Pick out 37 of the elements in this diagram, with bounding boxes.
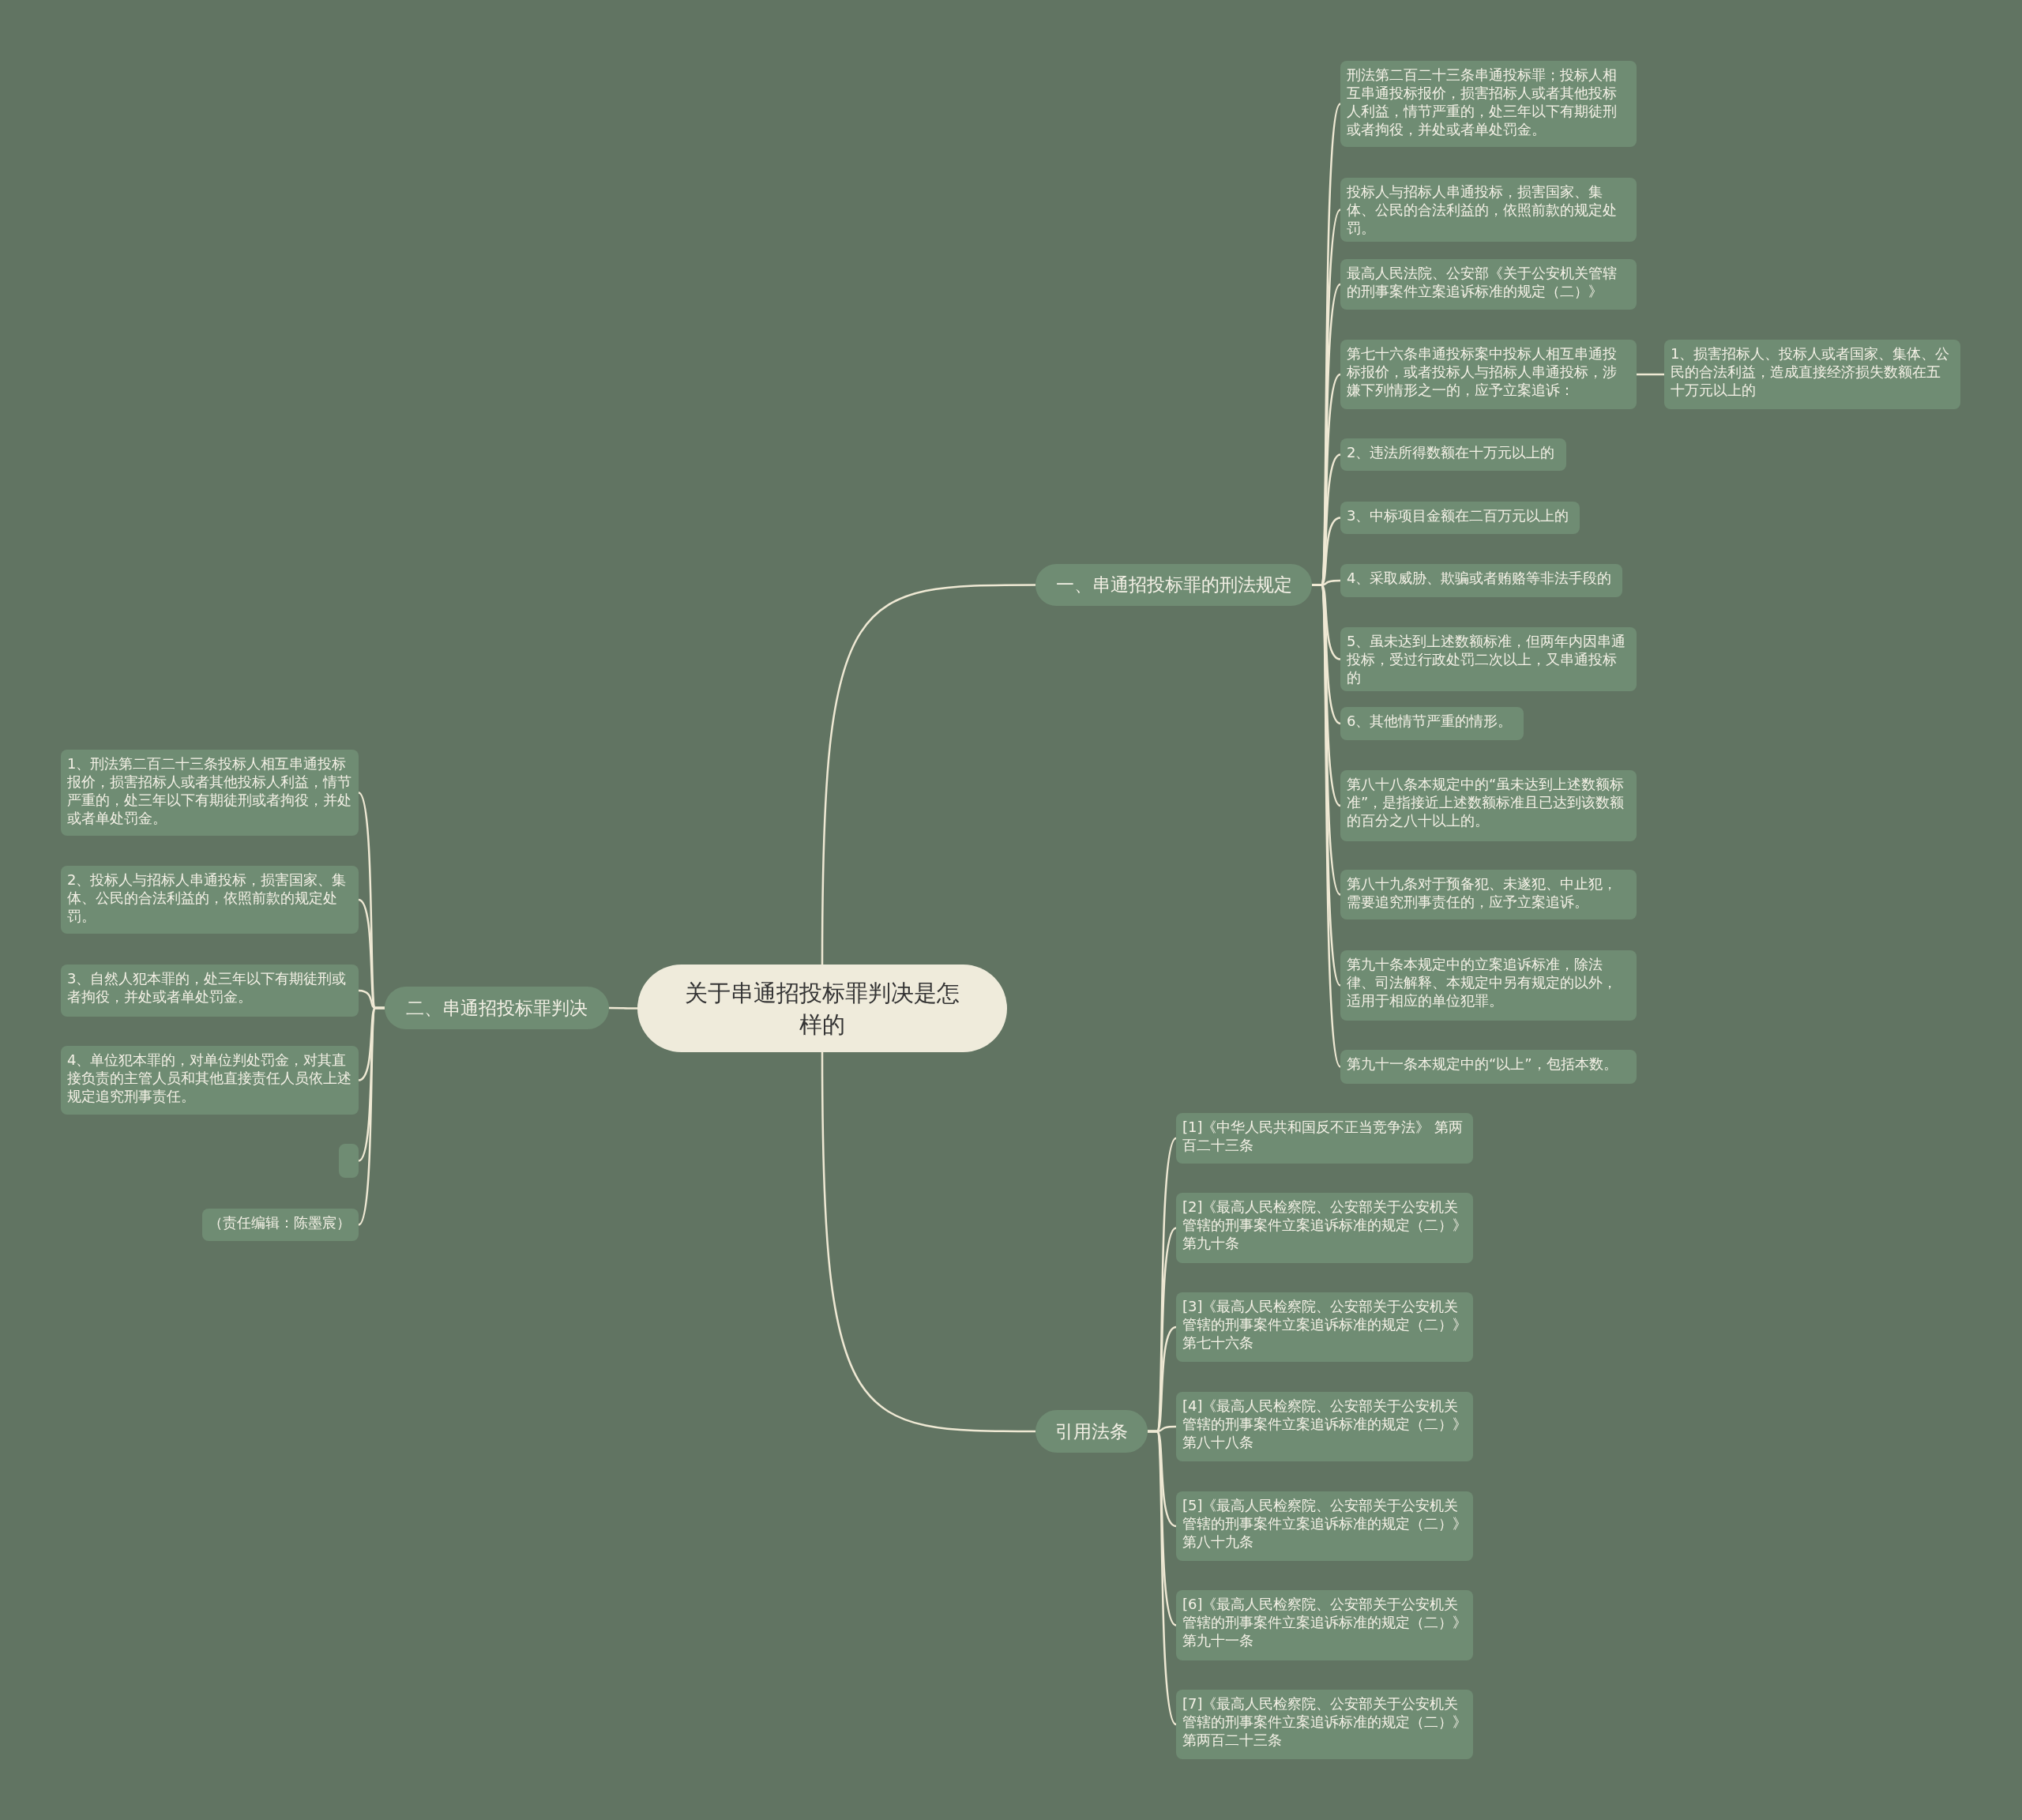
note-box: [1]《中华人民共和国反不正当竞争法》 第两百二十三条: [1176, 1113, 1473, 1164]
connector-line: [821, 1052, 1035, 1433]
connector-line: [821, 584, 1035, 965]
note-box: 2、违法所得数额在十万元以上的: [1340, 438, 1566, 471]
note-box: 3、中标项目金额在二百万元以上的: [1340, 502, 1580, 534]
note-box: 第八十九条对于预备犯、未遂犯、中止犯，需要追究刑事责任的，应予立案追诉。: [1340, 870, 1637, 919]
connector-line: [609, 1006, 637, 1010]
note-box: 4、采取威胁、欺骗或者贿赂等非法手段的: [1340, 564, 1622, 597]
note-box: [4]《最高人民检察院、公安部关于公安机关管辖的刑事案件立案追诉标准的规定（二）》第八十八条: [1176, 1392, 1473, 1461]
central-topic: 关于串通招投标罪判决是怎样的: [637, 965, 1007, 1052]
note-box: 2、投标人与招标人串通投标，损害国家、集体、公民的合法利益的，依照前款的规定处罚。: [61, 866, 359, 934]
note-box: 第八十八条本规定中的“虽未达到上述数额标准”，是指接近上述数额标准且已达到该数额的百分之八十以上的。: [1340, 770, 1637, 841]
note-box: 第九十条本规定中的立案追诉标准，除法律、司法解释、本规定中另有规定的以外，适用于相应的单位犯罪。: [1340, 950, 1637, 1021]
note-box: 1、损害招标人、投标人或者国家、集体、公民的合法利益，造成直接经济损失数额在五十万元以上的: [1664, 340, 1960, 409]
connector-line: [1637, 373, 1664, 376]
note-box: 6、其他情节严重的情形。: [1340, 707, 1524, 740]
note-box: 5、虽未达到上述数额标准，但两年内因串通投标，受过行政处罚二次以上，又串通投标的: [1340, 627, 1637, 691]
branch-topic: 一、串通招投标罪的刑法规定: [1035, 564, 1312, 606]
note-box: 1、刑法第二百二十三条投标人相互串通投标报价，损害招标人或者其他投标人利益，情节严重的，处三年以下有期徒刑或者拘役，并处或者单处罚金。: [61, 750, 359, 836]
note-box: [3]《最高人民检察院、公安部关于公安机关管辖的刑事案件立案追诉标准的规定（二）》第七十六条: [1176, 1292, 1473, 1362]
note-box: 3、自然人犯本罪的，处三年以下有期徒刑或者拘役，并处或者单处罚金。: [61, 965, 359, 1017]
note-box: 第九十一条本规定中的“以上”，包括本数。: [1340, 1050, 1637, 1084]
note-box: 投标人与招标人串通投标，损害国家、集体、公民的合法利益的，依照前款的规定处罚。: [1340, 178, 1637, 242]
note-box: [7]《最高人民检察院、公安部关于公安机关管辖的刑事案件立案追诉标准的规定（二）》第两百二十三条: [1176, 1690, 1473, 1759]
note-box: （责任编辑：陈墨宸）: [202, 1209, 359, 1241]
empty-box: [339, 1144, 359, 1178]
note-box: [2]《最高人民检察院、公安部关于公安机关管辖的刑事案件立案追诉标准的规定（二）》第九十条: [1176, 1193, 1473, 1263]
branch-topic: 引用法条: [1035, 1410, 1148, 1453]
note-box: 4、单位犯本罪的，对单位判处罚金，对其直接负责的主管人员和其他直接责任人员依上述规定追究刑事责任。: [61, 1046, 359, 1115]
note-box: 第七十六条串通投标案中投标人相互串通投标报价，或者投标人与招标人串通投标，涉嫌下列情形之一的，应予立案追诉：: [1340, 340, 1637, 409]
note-box: 最高人民法院、公安部《关于公安机关管辖的刑事案件立案追诉标准的规定（二）》: [1340, 259, 1637, 310]
note-box: [6]《最高人民检察院、公安部关于公安机关管辖的刑事案件立案追诉标准的规定（二）》第九十一条: [1176, 1590, 1473, 1660]
note-box: 刑法第二百二十三条串通投标罪；投标人相互串通投标报价，损害招标人或者其他投标人利益，情节严重的，处三年以下有期徒刑或者拘役，并处或者单处罚金。: [1340, 61, 1637, 147]
connector-line: [358, 1006, 385, 1226]
branch-topic: 二、串通招投标罪判决: [385, 987, 609, 1029]
note-box: [5]《最高人民检察院、公安部关于公安机关管辖的刑事案件立案追诉标准的规定（二）》第八十九条: [1176, 1491, 1473, 1561]
connector-line: [1148, 1430, 1177, 1725]
